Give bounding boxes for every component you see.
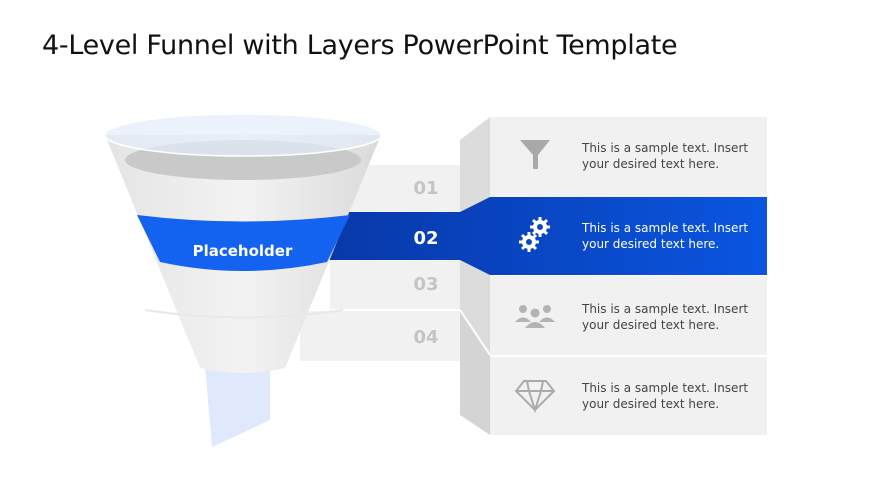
level-4-description: This is a sample text. Insert your desire… <box>582 380 762 412</box>
text-line: your desired text here. <box>582 318 720 332</box>
text-line: your desired text here. <box>582 237 720 251</box>
funnel-icon <box>520 140 550 169</box>
level-number-01: 01 <box>413 178 439 199</box>
level-number-02: 02 <box>413 228 439 249</box>
panel-2-active <box>320 197 767 275</box>
level-3-description: This is a sample text. Insert your desire… <box>582 301 762 333</box>
text-line: your desired text here. <box>582 397 720 411</box>
team-icon <box>515 305 555 328</box>
text-line: This is a sample text. Insert <box>582 302 749 316</box>
funnel-placeholder-label: Placeholder <box>192 242 293 260</box>
level-1-description: This is a sample text. Insert your desire… <box>582 140 762 172</box>
panel-bevels <box>459 117 491 435</box>
text-line: This is a sample text. Insert <box>582 221 749 235</box>
level-2-description: This is a sample text. Insert your desire… <box>582 220 762 252</box>
panel-4 <box>490 357 767 435</box>
text-line: This is a sample text. Insert <box>582 381 749 395</box>
funnel-rim <box>104 113 382 157</box>
gears-icon <box>519 217 550 252</box>
funnel-active-band <box>137 215 350 271</box>
level-number-03: 03 <box>413 274 439 295</box>
slide-title: 4-Level Funnel with Layers PowerPoint Te… <box>42 30 678 61</box>
diamond-icon <box>514 380 556 414</box>
funnel <box>104 113 382 447</box>
text-line: This is a sample text. Insert <box>582 141 749 155</box>
text-line: your desired text here. <box>582 157 720 171</box>
funnel-spout <box>205 365 270 447</box>
number-strip <box>300 165 460 361</box>
level-number-04: 04 <box>413 327 439 348</box>
